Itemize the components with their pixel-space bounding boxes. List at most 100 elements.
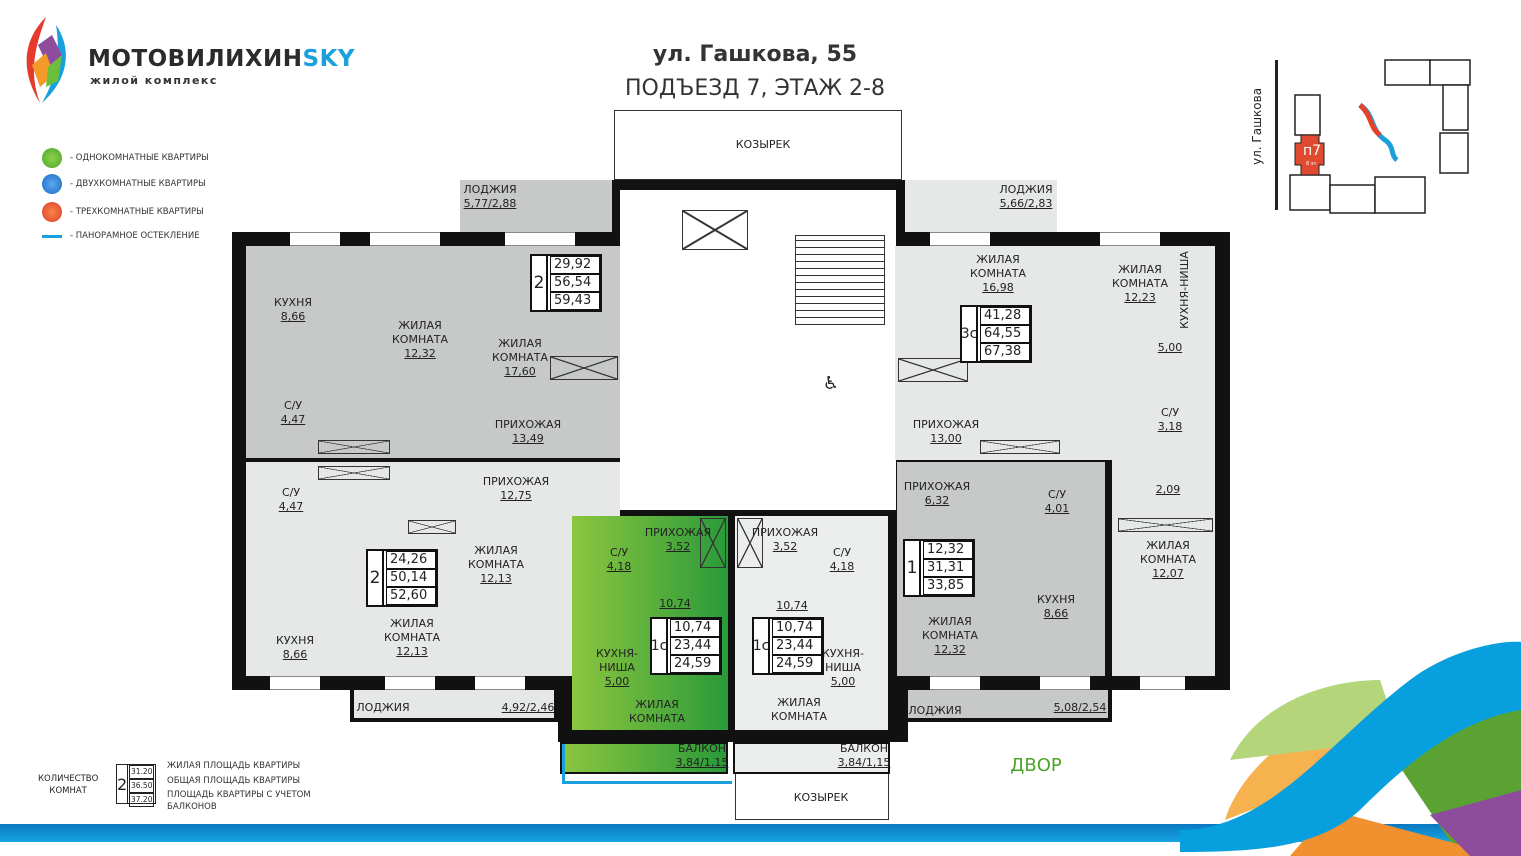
balcony-studio [733,742,890,774]
panoramic-glazing-bottom [562,781,732,784]
room-area: 10,74 [776,599,808,612]
room-area: 12,23 [1124,291,1156,304]
elevator-icon [682,210,748,250]
room-area: 13,00 [930,432,962,445]
entrance-floor-subtitle: ПОДЪЕЗД 7, ЭТАЖ 2-8 [624,76,885,101]
legend-item-3room: - ТРЕХКОМНАТНЫЕ КВАРТИРЫ [42,202,204,222]
wardrobe-icon [318,466,390,480]
window [270,676,320,690]
room-area: 12,13 [480,572,512,585]
legend-item-1room: - ОДНОКОМНАТНЫЕ КВАРТИРЫ [42,148,209,168]
room-name: ПРИХОЖАЯ [751,526,819,539]
room-area: 5,08/2,54 [1053,701,1107,714]
room-name: ЖИЛАЯ КОМНАТА [492,337,548,364]
red-dot-icon [42,202,62,222]
window [290,232,340,246]
logo-tagline: жилой комплекс [90,74,218,87]
blue-dot-icon [42,174,62,194]
street-title: ул. Гашкова, 55 [652,42,858,67]
room-name: ЖИЛАЯ КОМНАТА [384,617,440,644]
green-dot-icon [42,148,62,168]
canopy-top [614,110,902,180]
room-name: ПРИХОЖАЯ [912,418,980,431]
minimap-street-line [1275,60,1278,210]
balcony-green [560,742,728,774]
wardrobe-icon [408,520,456,534]
room-area: 17,60 [504,365,536,378]
bottom-blue-bar [0,824,1521,842]
room-area: 5,00 [604,675,630,688]
legend-item-2room: - ДВУХКОМНАТНЫЕ КВАРТИРЫ [42,174,206,194]
canopy-bottom-label: КОЗЫРЕК [793,791,849,804]
room-area: 10,74 [659,597,691,610]
room-name: КУХНЯ [1037,593,1075,606]
room-label: 4,92/2,46 [502,701,555,715]
logo-name: МОТОВИЛИХИНSKY [88,46,356,72]
room-area: 5,77/2,88 [463,197,517,210]
room-name: ЖИЛАЯ КОМНАТА [1140,539,1196,566]
window [1100,232,1160,246]
room-area: 12,32 [934,643,966,656]
logo-flame-icon [26,17,66,103]
wheelchair-icon: ♿ [822,373,840,394]
wardrobe-icon [1118,518,1213,532]
room-name: ЖИЛАЯ КОМНАТА [970,253,1026,280]
room-name: ЛОДЖИЯ [463,183,517,196]
wardrobe-icon [898,358,968,382]
room-name: ЛОДЖИЯ [908,704,962,717]
room-label: ЛОДЖИЯ [356,701,409,715]
room-area: 4,92/2,46 [501,701,555,714]
canopy-top-label: КОЗЫРЕК [735,138,791,151]
wardrobe-icon [700,518,726,568]
room-name: ЖИЛАЯ КОМНАТА [1112,263,1168,290]
apartment-3room-right [895,246,1215,460]
room-label: 2,09 [1156,483,1181,497]
wardrobe-icon [318,440,390,454]
room-label: 5,08/2,54 [1054,701,1107,715]
room-area: 3,52 [772,540,798,553]
room-name: КУХНЯ-НИША [1178,251,1191,329]
room-name: ЖИЛАЯ КОМНАТА [468,544,524,571]
room-name: ПРИХОЖАЯ [494,418,562,431]
room-name: БАЛКОН [839,742,889,755]
loggia-top-left [460,180,612,232]
room-label: 10,74 [776,599,808,613]
room-name: С/У [1160,406,1180,419]
room-area: 8,66 [282,648,308,661]
room-name: С/У [283,399,303,412]
window [930,676,980,690]
canopy-bottom [735,770,889,820]
wardrobe-icon [550,356,618,380]
minimap-floors-label: 8 эт. [1306,161,1319,167]
room-area: 3,84/1,15 [675,756,729,769]
room-name: КУХНЯ- НИША [596,647,638,674]
room-area: 3,84/1,15 [837,756,891,769]
room-area: 4,18 [606,560,632,573]
room-name: ЖИЛАЯ КОМНАТА [392,319,448,346]
room-name: ПРИХОЖАЯ [644,526,712,539]
room-name: ЖИЛАЯ КОМНАТА [771,696,827,723]
yard-label: ДВОР [1010,755,1062,776]
window [475,676,525,690]
panoramic-glazing [562,744,565,784]
room-label: ЖИЛАЯ КОМНАТА [629,698,685,726]
